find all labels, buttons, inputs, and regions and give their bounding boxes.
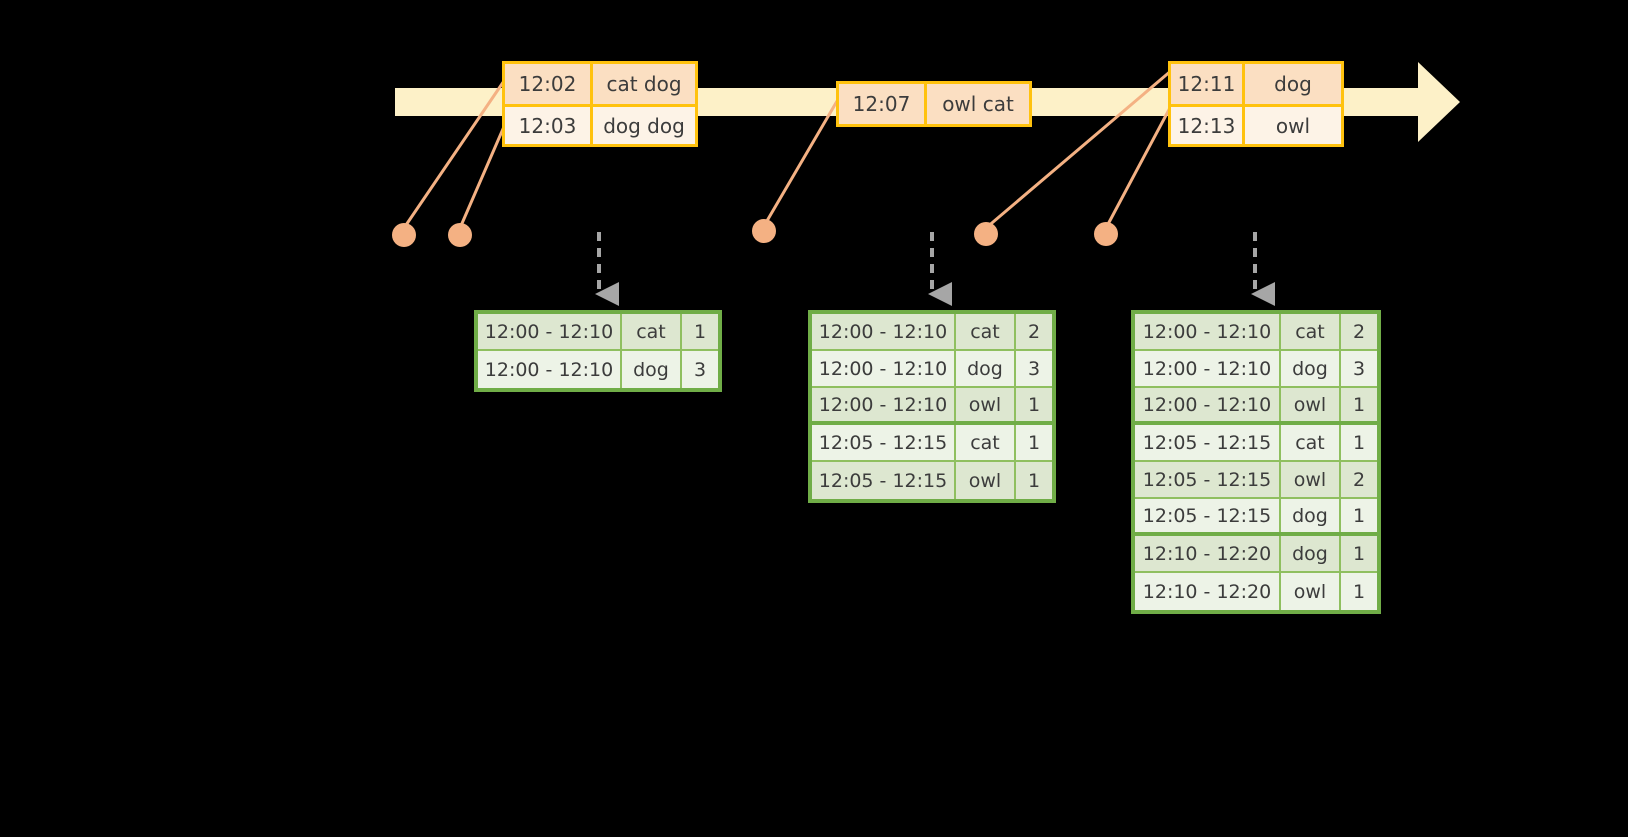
cell-key: dog	[1281, 351, 1341, 386]
cell-window: 12:05 - 12:15	[812, 462, 956, 499]
cell-window: 12:00 - 12:10	[478, 351, 622, 388]
event-time: 12:13	[1171, 107, 1245, 144]
cell-key: owl	[1281, 388, 1341, 421]
cell-window: 12:10 - 12:20	[1135, 536, 1281, 571]
cell-window: 12:05 - 12:15	[1135, 499, 1281, 532]
cell-window: 12:10 - 12:20	[1135, 573, 1281, 610]
cell-key: cat	[1281, 314, 1341, 349]
cell-key: owl	[1281, 462, 1341, 497]
cell-count: 1	[1027, 393, 1041, 416]
event-dot-1202	[392, 223, 416, 247]
cell-window: 12:00 - 12:10	[1135, 351, 1281, 386]
event-time: 12:03	[505, 107, 593, 144]
cell-window: 12:05 - 12:15	[1135, 462, 1281, 497]
cell-key: cat	[1281, 425, 1341, 460]
cell-key: owl	[1281, 573, 1341, 610]
cell-count: 1	[1027, 469, 1041, 492]
cell-key: cat	[956, 425, 1016, 460]
event-words: owl	[1275, 113, 1311, 138]
cell-count: 2	[1352, 320, 1366, 343]
cell-count: 1	[1352, 580, 1366, 603]
event-row: 12:07 owl cat	[839, 84, 1029, 124]
cell-window: 12:00 - 12:10	[1135, 314, 1281, 349]
cell-count: 1	[1027, 431, 1041, 454]
cell-key: dog	[622, 351, 682, 388]
cell-count: 2	[1027, 320, 1041, 343]
cell-key: dog	[956, 351, 1016, 386]
event-row: 12:03 dog dog	[505, 104, 695, 144]
cell-key: owl	[956, 388, 1016, 421]
event-dot-1207	[752, 219, 776, 243]
cell-window: 12:00 - 12:10	[812, 314, 956, 349]
wire-1203	[458, 120, 508, 230]
event-words: owl cat	[942, 92, 1014, 116]
cell-count: 1	[1352, 542, 1366, 565]
event-time: 12:02	[505, 64, 593, 104]
cell-window: 12:00 - 12:10	[812, 388, 956, 421]
cell-key: cat	[956, 314, 1016, 349]
cell-count: 1	[1352, 431, 1366, 454]
cell-window: 12:00 - 12:10	[812, 351, 956, 386]
cell-key: dog	[1281, 499, 1341, 532]
wire-1213	[1104, 102, 1174, 230]
event-row: 12:11 dog	[1171, 64, 1341, 104]
event-box-2[interactable]: 12:07 owl cat	[836, 81, 1032, 127]
cell-count: 1	[1352, 504, 1366, 527]
event-dot-1211	[974, 222, 998, 246]
cell-count: 1	[693, 320, 707, 343]
cell-key: cat	[622, 314, 682, 349]
cell-window: 12:05 - 12:15	[1135, 425, 1281, 460]
event-row: 12:02 cat dog	[505, 64, 695, 104]
event-time: 12:11	[1171, 64, 1245, 104]
cell-window: 12:00 - 12:10	[478, 314, 622, 349]
cell-count: 3	[1027, 357, 1041, 380]
cell-key: owl	[956, 462, 1016, 499]
event-words: cat dog	[606, 72, 682, 96]
cell-count: 1	[1352, 393, 1366, 416]
event-box-3[interactable]: 12:11 dog 12:13 owl	[1168, 61, 1344, 147]
cell-count: 2	[1352, 468, 1366, 491]
cell-window: 12:00 - 12:10	[1135, 388, 1281, 421]
timeline-arrowhead-icon	[1418, 62, 1460, 142]
cell-count: 3	[693, 358, 707, 381]
event-dot-1203	[448, 223, 472, 247]
event-box-1[interactable]: 12:02 cat dog 12:03 dog dog	[502, 61, 698, 147]
event-words: dog dog	[603, 113, 685, 138]
event-words: dog	[1274, 72, 1312, 96]
cell-window: 12:05 - 12:15	[812, 425, 956, 460]
cell-key: dog	[1281, 536, 1341, 571]
event-time: 12:07	[839, 84, 927, 124]
event-dot-1213	[1094, 222, 1118, 246]
event-row: 12:13 owl	[1171, 104, 1341, 144]
cell-count: 3	[1352, 357, 1366, 380]
